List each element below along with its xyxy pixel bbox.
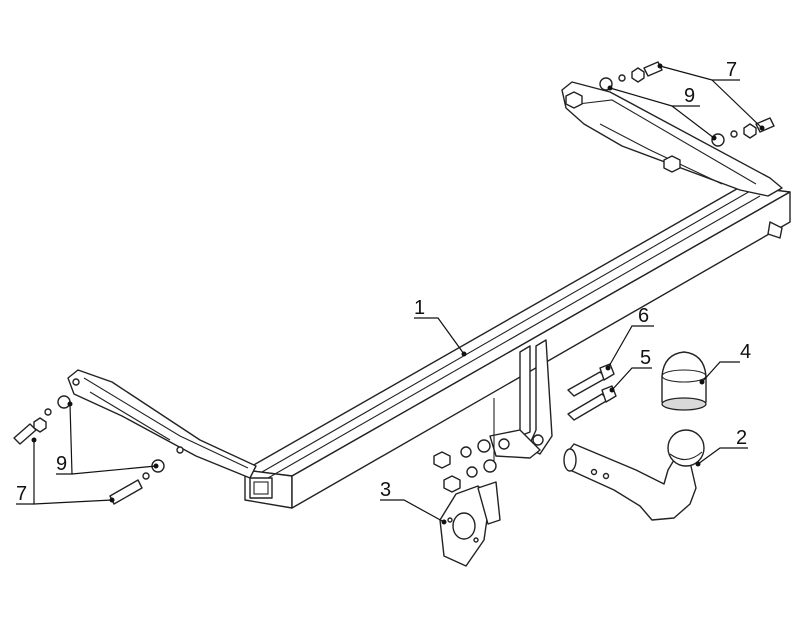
leader-lines: [16, 63, 765, 525]
label-part-9-top: 9: [684, 85, 695, 107]
label-part-7-left: 7: [16, 483, 27, 505]
bolt-part-6: [567, 363, 615, 397]
label-part-1: 1: [414, 297, 425, 319]
label-part-6: 6: [638, 305, 649, 327]
ball-cap-part-4: [661, 351, 707, 411]
label-part-2: 2: [736, 427, 747, 449]
ball-neck-part-2: [563, 429, 705, 521]
center-bracket: [489, 339, 553, 470]
left-side-arm: [67, 369, 257, 479]
label-part-5: 5: [640, 347, 651, 369]
cross-beam: [244, 185, 791, 509]
socket-plate-part-3: [439, 481, 501, 567]
label-part-7-top: 7: [726, 59, 737, 81]
bracket-fasteners: [433, 439, 497, 493]
label-part-4: 4: [740, 341, 751, 363]
right-side-arm: [561, 81, 783, 197]
label-part-3: 3: [380, 479, 391, 501]
label-part-9-left: 9: [56, 453, 67, 475]
